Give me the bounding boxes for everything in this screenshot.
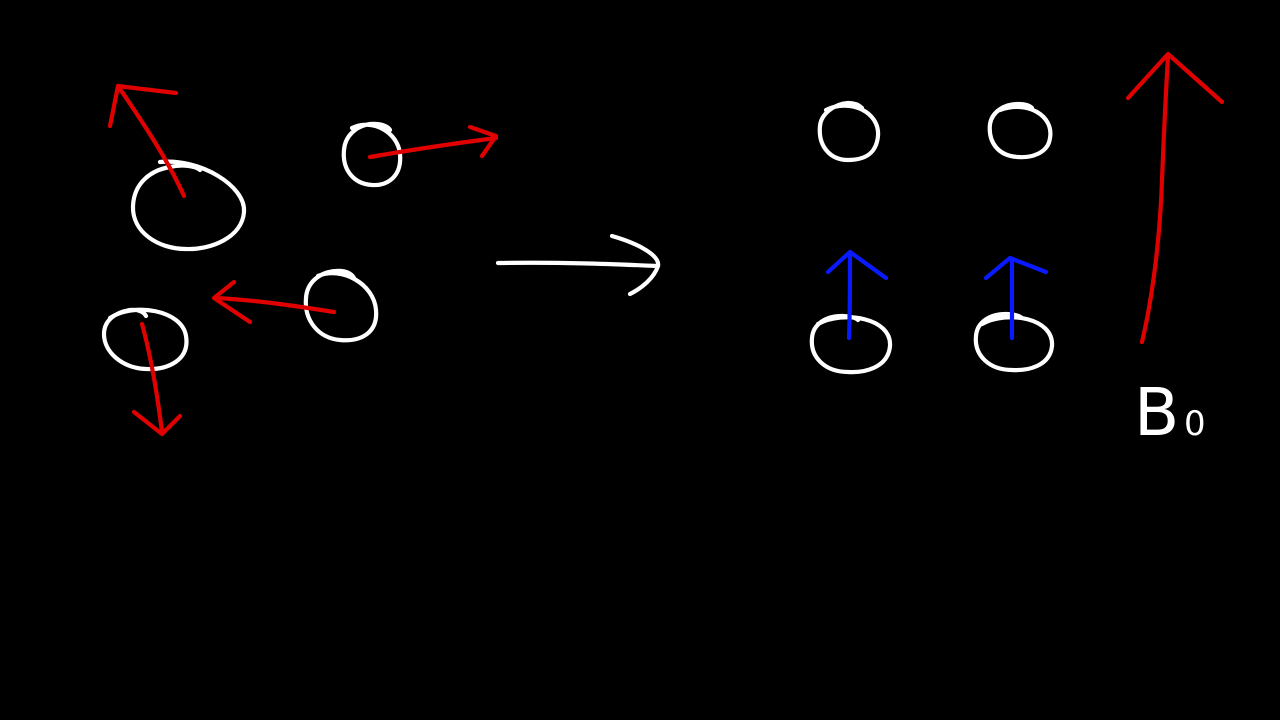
particle-circle [809,313,893,375]
field-label-letter: B [1134,374,1179,451]
particle-circle [303,268,379,343]
aligned-spins-group [809,100,1055,375]
aligned-spin-arrow-head [825,249,889,281]
spin-arrow-shaft [139,321,165,435]
transition-arrow-shaft [495,260,661,269]
particle-circle [130,159,247,252]
spin-arrow-head [211,279,253,325]
random-particle-4 [101,307,189,437]
aligned-particle-top-right [987,101,1053,160]
spin-arrow-shaft [213,295,337,315]
spin-arrow-shaft [367,135,499,160]
spin-arrow-head [467,124,499,159]
spin-arrow-shaft [115,83,187,199]
field-arrow-shaft [1139,53,1171,345]
magnetic-field-arrow [1125,51,1225,345]
random-particle-3 [211,268,379,343]
aligned-particle-bottom-right [973,255,1055,373]
spin-arrow-head [107,83,179,129]
aligned-particle-top-left [817,100,881,163]
spin-arrow-head [131,409,183,437]
transition-arrow [495,233,661,297]
transition-arrow-head [609,233,661,297]
aligned-spin-arrow-head [983,255,1049,281]
particle-circle [973,311,1055,373]
field-label: B 0 [1134,374,1206,451]
random-particle-2 [341,121,499,188]
particle-circle [341,121,403,188]
particle-circle [101,307,189,372]
aligned-particle-bottom-left [809,249,893,375]
random-spins-group [101,83,499,437]
field-label-subscript: 0 [1184,404,1206,444]
aligned-spin-arrow-shaft [846,251,853,341]
field-arrow-head [1125,51,1225,105]
random-particle-1 [107,83,247,252]
